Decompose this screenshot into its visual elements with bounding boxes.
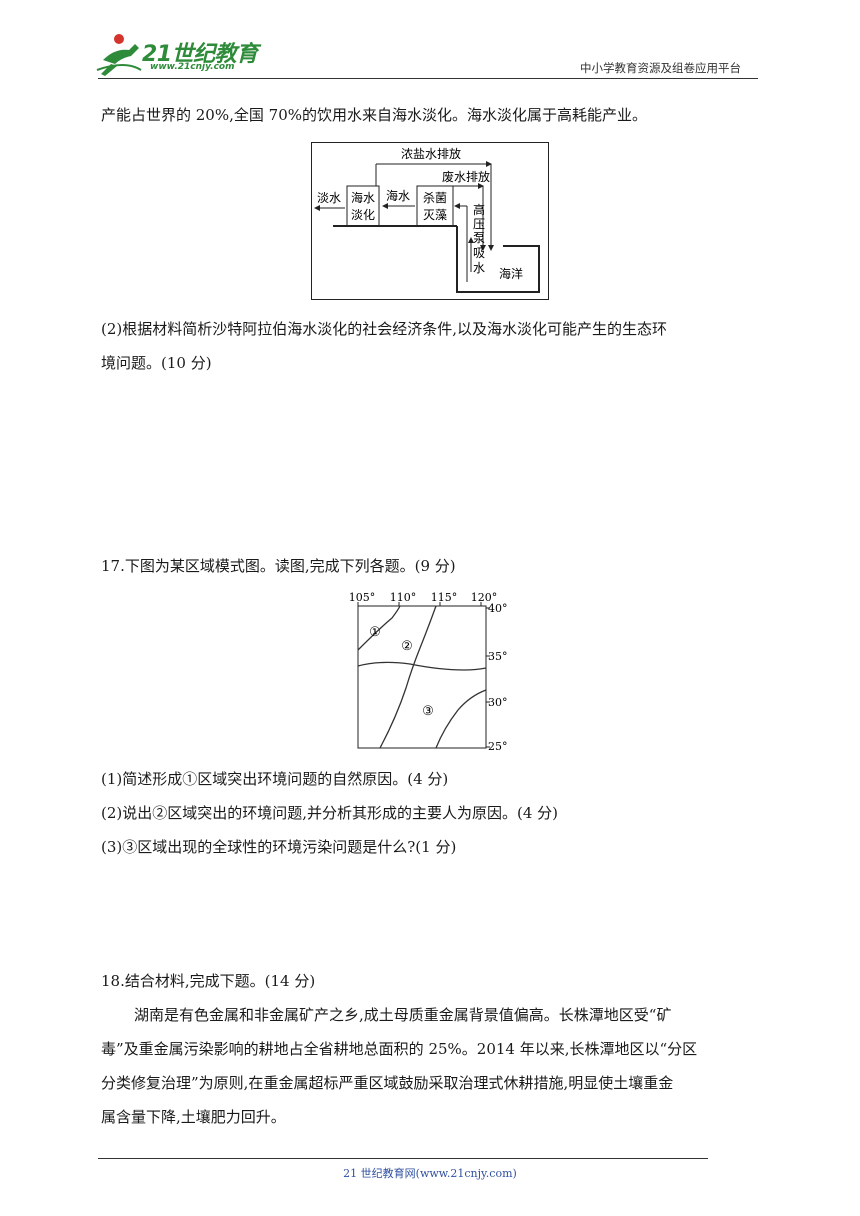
logo-url: www.21cnjy.com xyxy=(150,62,235,72)
region-map: 105° 110° 115° 120° 40° 35° 30° 25° ① ② … xyxy=(349,591,508,753)
q17-sub1: (1)简述形成①区域突出环境问题的自然原因。(4 分) xyxy=(101,770,449,788)
boundary-line xyxy=(357,661,487,671)
footer-divider xyxy=(98,1158,708,1159)
lat-label: 25° xyxy=(488,740,508,753)
q16-2-line2: 境问题。(10 分) xyxy=(101,354,212,372)
lat-label: 35° xyxy=(488,650,508,663)
q16-2-line1: (2)根据材料简析沙特阿拉伯海水淡化的社会经济条件,以及海水淡化可能产生的生态环 xyxy=(101,320,668,338)
q18-title: 18.结合材料,完成下题。(14 分) xyxy=(101,972,316,990)
boundary-line xyxy=(379,605,437,749)
q17-sub3: (3)③区域出现的全球性的环境污染问题是什么?(1 分) xyxy=(101,838,457,856)
svg-text:杀菌: 杀菌 xyxy=(423,190,447,205)
svg-text:压: 压 xyxy=(473,217,485,231)
lon-label: 105° xyxy=(349,591,376,604)
region-3-marker: ③ xyxy=(422,704,434,719)
intro-line: 产能占世界的 20%,全国 70%的饮用水来自海水淡化。海水淡化属于高耗能产业。 xyxy=(101,106,647,124)
brine-label: 浓盐水排放 xyxy=(401,146,461,161)
ocean-label: 海洋 xyxy=(499,266,523,281)
q17-title: 17.下图为某区域模式图。读图,完成下列各题。(9 分) xyxy=(101,557,456,575)
desalination-flow-diagram: 浓盐水排放 废水排放 淡水 海水 淡化 海水 杀菌 灭藻 高 压 泵 吸 水 海… xyxy=(311,142,549,300)
q18-line1: 湖南是有色金属和非金属矿产之乡,成土母质重金属背景值偏高。长株潭地区受“矿 xyxy=(134,1006,672,1024)
svg-text:吸: 吸 xyxy=(473,246,485,260)
region-2-marker: ② xyxy=(401,639,413,654)
lon-label: 115° xyxy=(431,591,458,604)
svg-text:泵: 泵 xyxy=(473,231,485,245)
lat-label: 30° xyxy=(488,696,508,709)
region-1-marker: ① xyxy=(369,625,381,640)
desalination-box xyxy=(346,185,380,227)
svg-text:海水: 海水 xyxy=(351,190,375,205)
q18-line2: 毒”及重金属污染影响的耕地占全省耕地总面积的 25%。2014 年以来,长株潭地… xyxy=(101,1040,698,1058)
logo-runner-icon xyxy=(96,34,142,76)
lat-label: 40° xyxy=(488,602,508,615)
q17-sub2: (2)说出②区域突出的环境问题,并分析其形成的主要人为原因。(4 分) xyxy=(101,804,559,822)
svg-text:水: 水 xyxy=(473,261,485,275)
boundary-line xyxy=(435,689,487,749)
ocean-basin xyxy=(456,226,540,293)
svg-text:淡化: 淡化 xyxy=(351,208,375,222)
sterilize-box xyxy=(416,185,454,227)
logo-text: 21世纪教育 xyxy=(142,42,258,67)
boundary-line xyxy=(357,605,401,651)
footer-link[interactable]: 21 世纪教育网(www.21cnjy.com) xyxy=(343,1167,517,1180)
waste-label: 废水排放 xyxy=(442,169,490,184)
svg-text:灭藻: 灭藻 xyxy=(423,208,447,222)
seawater-label: 海水 xyxy=(386,188,410,203)
header-platform-name: 中小学教育资源及组卷应用平台 xyxy=(580,61,741,75)
svg-text:高: 高 xyxy=(473,202,485,217)
q18-line3: 分类修复治理”为原则,在重金属超标严重区域鼓励采取治理式休耕措施,明显使土壤重金 xyxy=(101,1074,674,1092)
q18-line4: 属含量下降,土壤肥力回升。 xyxy=(101,1108,286,1126)
lon-label: 120° xyxy=(471,591,498,604)
header-divider xyxy=(98,78,758,79)
fresh-water-label: 淡水 xyxy=(317,191,341,205)
lon-label: 110° xyxy=(390,591,417,604)
